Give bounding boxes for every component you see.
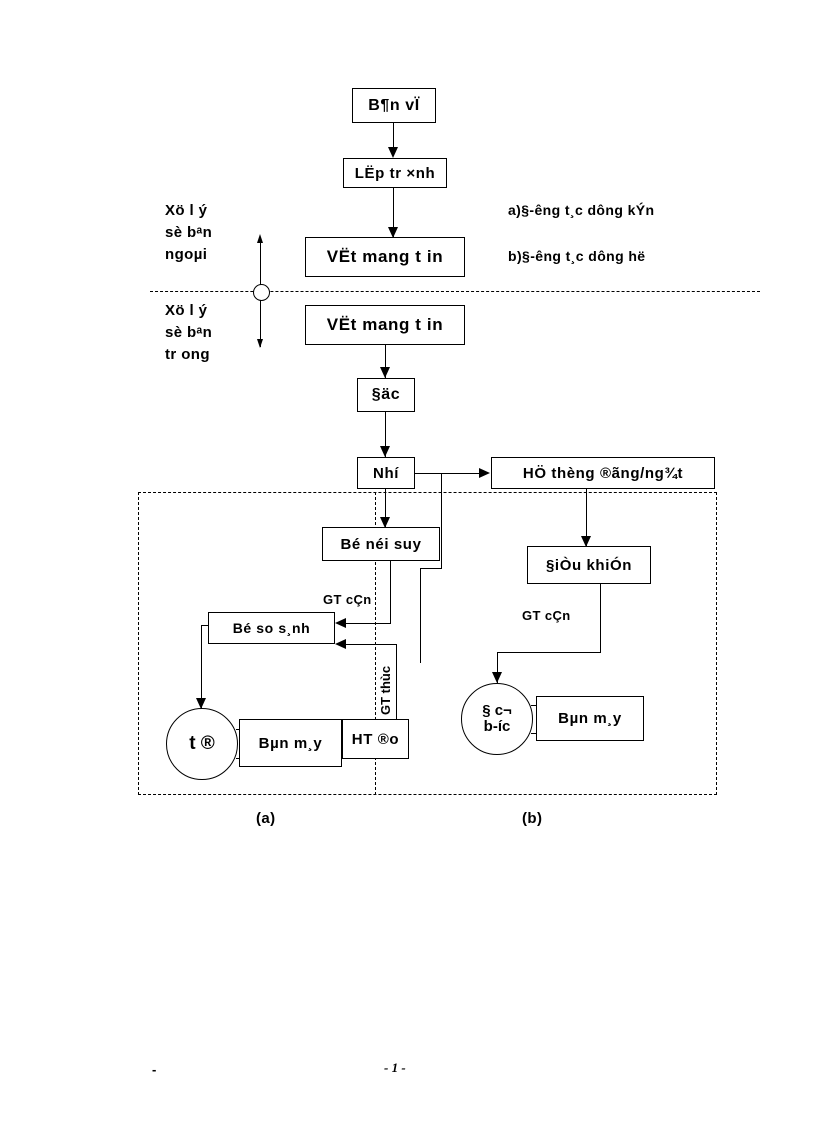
node-he-thong-dong-ngat: HÖ thèng ®ãng/ng¾t bbox=[491, 457, 715, 489]
edge-ht-do-feedback-h bbox=[345, 644, 397, 645]
zone-transfer-node bbox=[253, 284, 270, 301]
node-ban-may-b: Bµn m¸y bbox=[536, 696, 644, 741]
legend-line-b: b)§-êng t¸c dông hë bbox=[508, 248, 646, 264]
edge-vmt-inner-to-doc bbox=[385, 345, 386, 378]
dc-buoc-line-1: § c¬ bbox=[482, 702, 512, 720]
node-ban-ve: B¶n vÏ bbox=[352, 88, 436, 123]
arrowhead-dc-buoc bbox=[492, 672, 502, 683]
arrowhead-lap-trinh bbox=[388, 147, 398, 158]
region-divider bbox=[375, 492, 376, 795]
edge-bo-noi-suy-to-bo-so-sanh bbox=[345, 623, 391, 624]
edge-he-thong-to-dieu-khien bbox=[586, 489, 587, 546]
node-bo-noi-suy: Bé néi suy bbox=[322, 527, 440, 561]
region-label-a: (a) bbox=[256, 810, 276, 827]
label-xu-ly-so-ban-trong: Xö l ý sè bᵃn tr ong bbox=[165, 302, 213, 363]
arrowhead-vmt-outer bbox=[388, 227, 398, 238]
node-nho: Nhí bbox=[357, 457, 415, 489]
footer-page-number: - 1 - bbox=[384, 1060, 406, 1075]
arrowhead-he-thong bbox=[479, 468, 490, 478]
arrowhead-doc bbox=[380, 367, 390, 378]
edge-dieu-khien-down bbox=[600, 584, 601, 652]
edge-branch-tap-down bbox=[420, 568, 421, 663]
node-lap-trinh: LËp tr ×nh bbox=[343, 158, 447, 188]
footer-left-mark: - bbox=[152, 1062, 157, 1077]
node-vat-mang-tin-outer: VËt mang t in bbox=[305, 237, 465, 277]
edge-bo-noi-suy-down bbox=[390, 561, 391, 623]
edge-branch-tap-horizontal bbox=[420, 568, 442, 569]
edge-nho-to-bo-noi-suy bbox=[385, 489, 386, 527]
zone-transfer-arrow-down bbox=[257, 339, 263, 348]
edge-label-gt-can-a: GT cÇn bbox=[323, 592, 372, 607]
arrowhead-bo-so-sanh-from-noi-suy bbox=[335, 618, 346, 628]
arrowhead-bo-so-sanh-from-ht-do bbox=[335, 639, 346, 649]
edge-bo-so-sanh-to-td-v bbox=[201, 625, 202, 709]
edge-ban-ve-to-lap-trinh bbox=[393, 123, 394, 156]
edge-ht-do-feedback-v bbox=[396, 644, 397, 719]
legend-line-a: a)§-êng t¸c dông kÝn bbox=[508, 202, 655, 218]
node-dong-co-buoc-circle: § c¬ b-íc bbox=[461, 683, 533, 755]
arrowhead-bo-noi-suy bbox=[380, 517, 390, 528]
edge-label-gt-thuc: GT thùc bbox=[378, 665, 393, 715]
region-box-ab bbox=[138, 492, 717, 795]
arrowhead-nho bbox=[380, 446, 390, 457]
arrowhead-dieu-khien bbox=[581, 536, 591, 547]
label-xu-ly-so-ban-ngoai: Xö l ý sè bᵃn ngoµi bbox=[165, 202, 213, 263]
node-doc: §äc bbox=[357, 378, 415, 412]
node-ht-do: HT ®o bbox=[342, 719, 409, 759]
node-vat-mang-tin-inner: VËt mang t in bbox=[305, 305, 465, 345]
edge-doc-to-nho bbox=[385, 412, 386, 457]
edge-nho-to-he-thong bbox=[415, 473, 483, 474]
dc-buoc-line-2: b-íc bbox=[483, 718, 511, 735]
edge-dieu-khien-to-dc bbox=[497, 652, 498, 683]
zone-transfer-arrow-up bbox=[257, 234, 263, 243]
node-dieu-khien: §iÒu khiÓn bbox=[527, 546, 651, 584]
edge-dieu-khien-left bbox=[497, 652, 601, 653]
zone-separator-line bbox=[150, 291, 760, 292]
edge-bo-so-sanh-to-td-h bbox=[201, 625, 209, 626]
edge-label-gt-can-b: GT cÇn bbox=[522, 608, 571, 623]
edge-branch-tap-vertical bbox=[441, 473, 442, 568]
node-bo-so-sanh: Bé so s¸nh bbox=[208, 612, 335, 644]
region-label-b: (b) bbox=[522, 810, 543, 827]
edge-lap-trinh-to-vmt-outer bbox=[393, 188, 394, 238]
node-ban-may-a: Bµn m¸y bbox=[239, 719, 342, 767]
arrowhead-td bbox=[196, 698, 206, 709]
node-truyen-dong-circle: t ® bbox=[166, 708, 238, 780]
